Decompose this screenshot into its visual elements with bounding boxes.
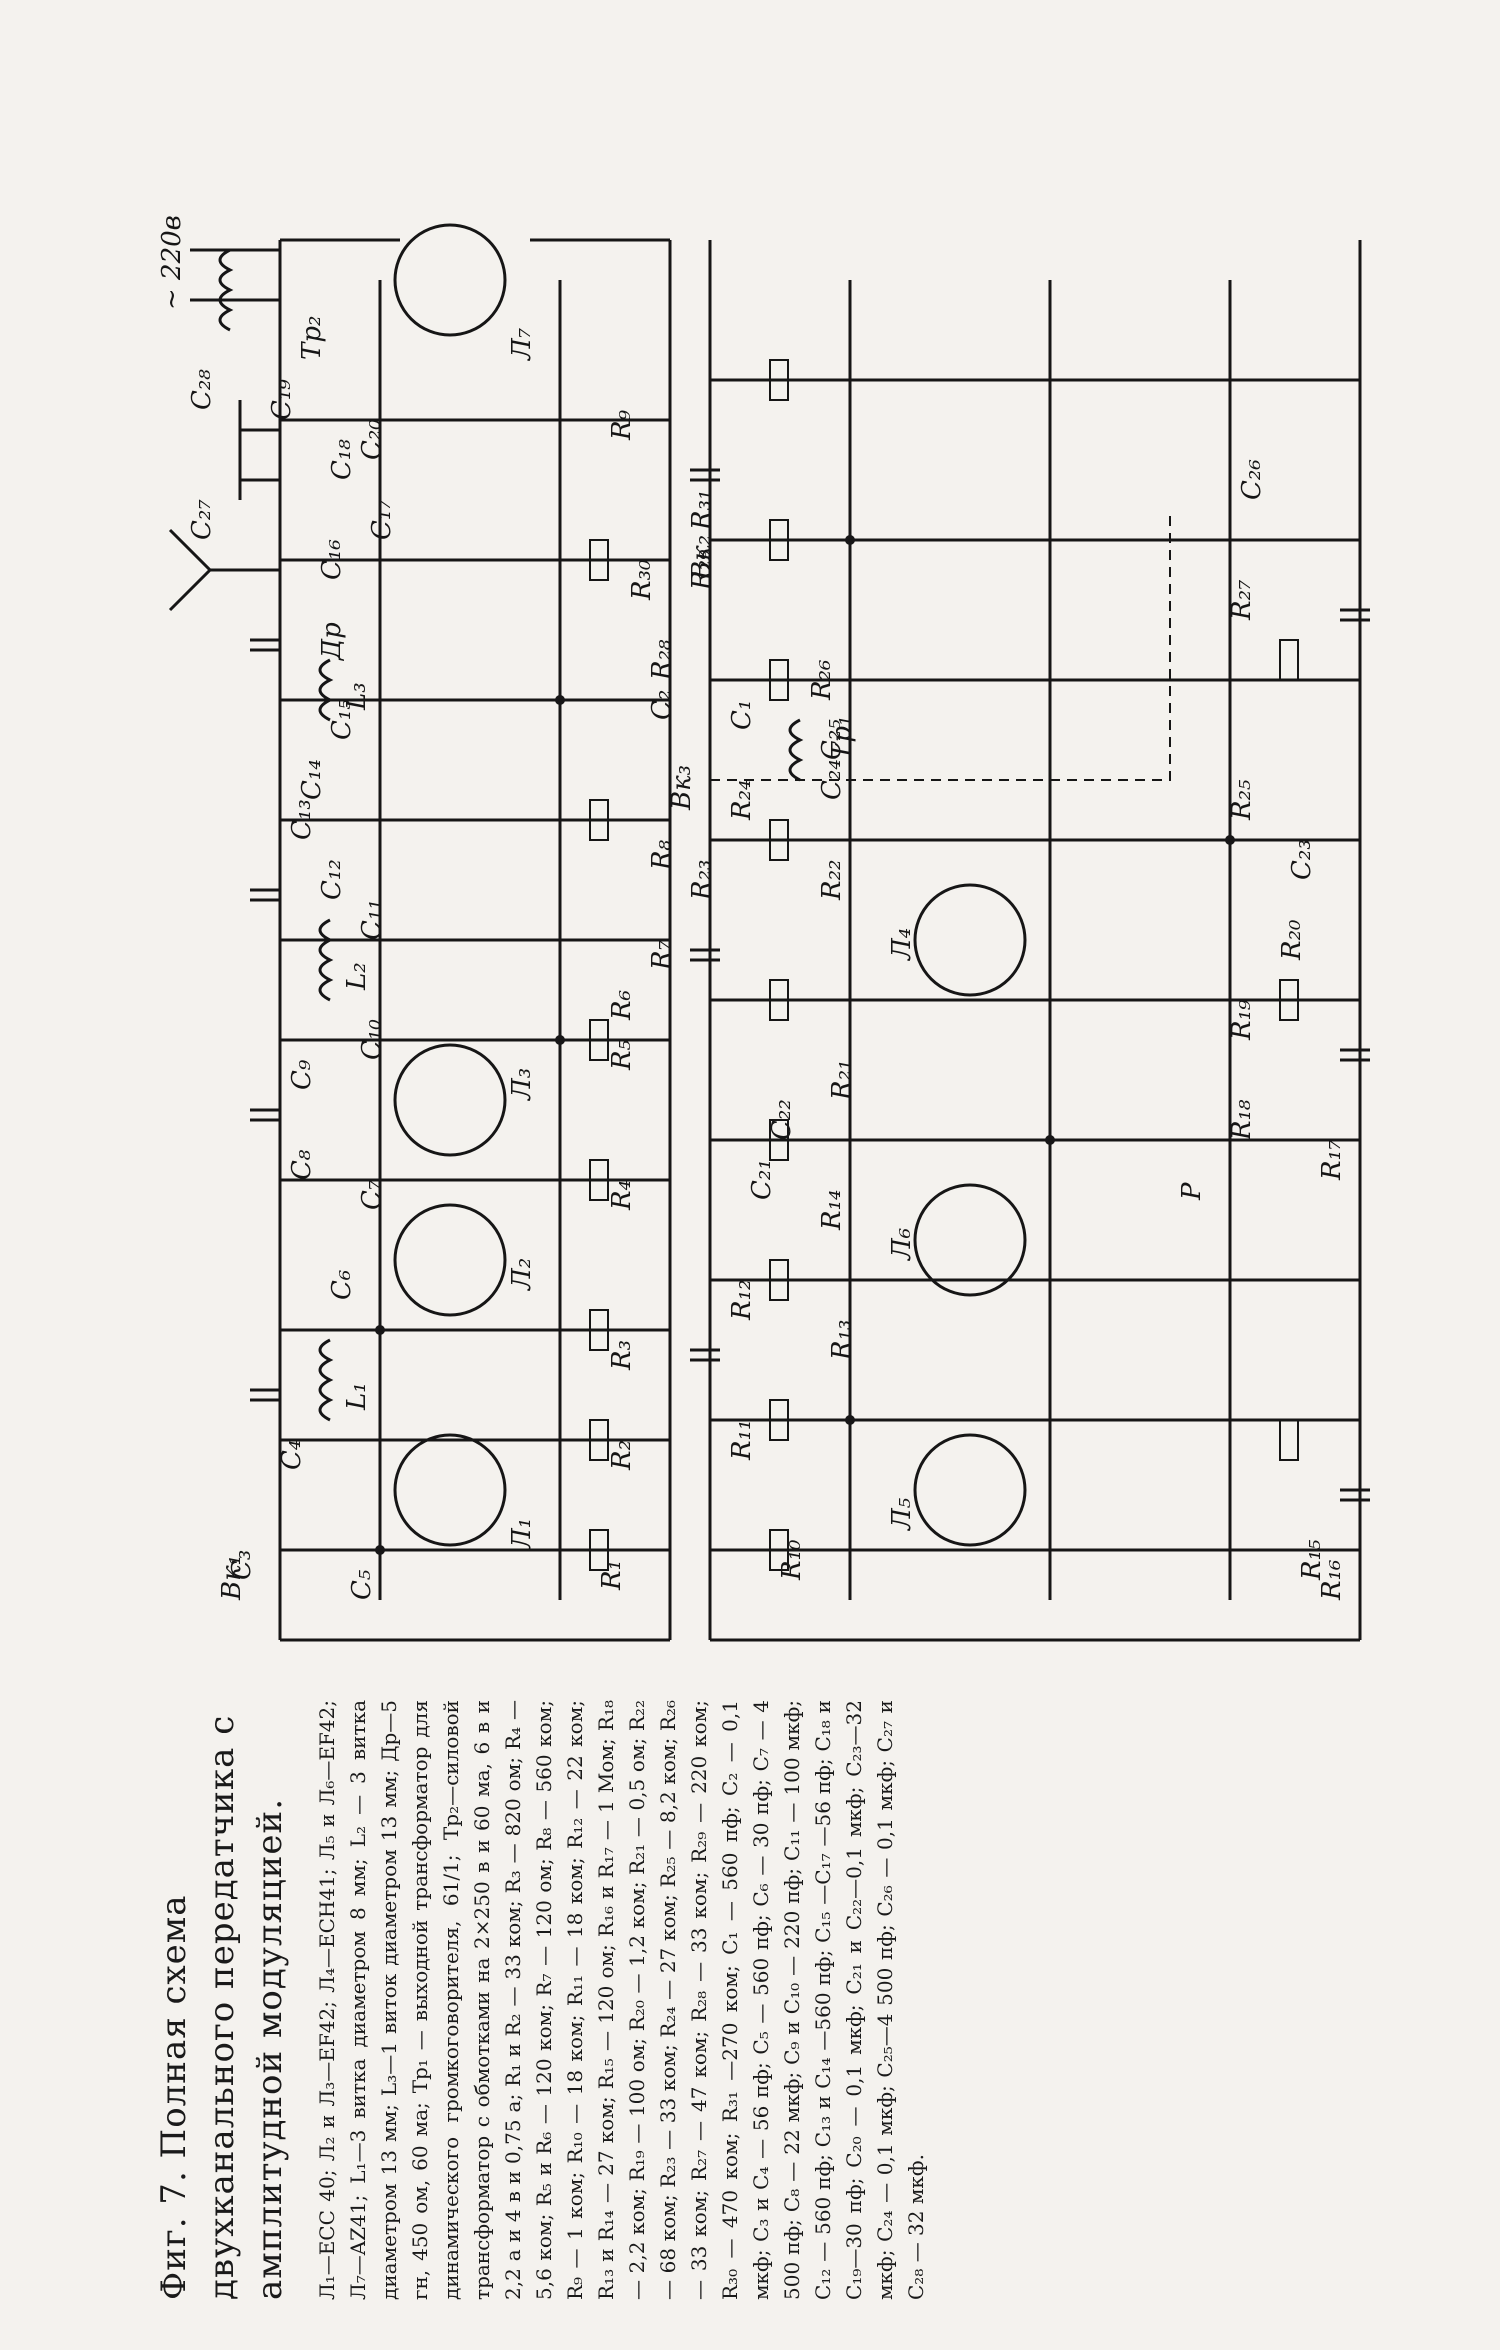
label-r22: R₂₂ (817, 860, 847, 901)
label-r10: R₁₀ (777, 1539, 807, 1581)
rotated-content: Фиг. 7. Полная схема двухканального пере… (150, 200, 1380, 2300)
valve-symbols (393, 223, 1027, 1547)
label-c18: C₁₈ (327, 439, 357, 480)
label-c8: C₈ (287, 1149, 317, 1180)
label-bk2: Вк₂ (687, 535, 717, 581)
label-c16: C₁₆ (317, 539, 347, 580)
label-r11: R₁₁ (727, 1420, 757, 1461)
label-r5: R₅ (607, 1039, 637, 1071)
label-r2: R₂ (607, 1440, 637, 1471)
label-l2: Л₂ (507, 1258, 537, 1292)
label-r25: R₂₅ (1227, 779, 1257, 821)
label-r31: R₃₁ (687, 490, 717, 531)
label-c9: C₉ (287, 1059, 317, 1090)
label-r17: R₁₇ (1317, 1139, 1347, 1181)
label-coill2: L₂ (342, 962, 372, 991)
label-c22: C₂₂ (767, 1099, 797, 1140)
label-r27: R₂₇ (1227, 579, 1257, 621)
label-c26: C₂₆ (1237, 459, 1267, 500)
label-r12: R₁₂ (727, 1280, 757, 1321)
label-r29: R₂₉ (687, 549, 717, 591)
label-bk1: Вк₁ (217, 1555, 247, 1601)
label-l1: Л₁ (507, 1518, 537, 1552)
label-r19: R₁₉ (1227, 999, 1257, 1041)
label-c6: C₆ (327, 1270, 357, 1300)
label-c19: C₁₉ (267, 379, 297, 420)
label-mains: ~ 220в (157, 215, 187, 310)
schematic-wiring (168, 238, 1362, 1642)
label-c5: C₅ (347, 1569, 377, 1600)
label-c20: C₂₀ (357, 419, 387, 460)
resistor-symbols (589, 359, 1299, 1571)
label-c2: C₂ (647, 690, 677, 720)
label-c7: C₇ (357, 1179, 387, 1210)
label-r3: R₃ (607, 1340, 637, 1371)
label-r28: R₂₈ (647, 639, 677, 681)
label-c25: C₂₅ (817, 719, 847, 760)
label-coill3: L₃ (342, 682, 372, 711)
label-c14: C₁₄ (297, 759, 327, 800)
label-r9: R₉ (607, 409, 637, 441)
label-c28: C₂₈ (187, 369, 217, 410)
label-l3: Л₃ (507, 1068, 537, 1102)
label-r16: R₁₆ (1317, 1560, 1347, 1601)
label-c4: C₄ (277, 1440, 307, 1470)
label-r30: R₃₀ (627, 559, 657, 601)
figure-caption: Фиг. 7. Полная схема двухканального пере… (150, 1700, 1380, 2300)
label-tr1: Тр₁ (827, 716, 857, 760)
label-r4: R₄ (607, 1180, 637, 1211)
label-c27: C₂₇ (187, 499, 217, 540)
label-r8: R₈ (647, 839, 677, 871)
label-l5: Л₅ (887, 1497, 917, 1532)
coil-symbols (218, 248, 804, 1422)
label-r7: R₇ (647, 939, 677, 971)
label-c1: C₁ (727, 700, 757, 730)
label-r24: R₂₄ (727, 780, 757, 821)
caption-title: Фиг. 7. Полная схема двухканального пере… (154, 1714, 290, 2300)
label-bk3: Вк₃ (667, 765, 697, 811)
label-c24: C₂₄ (817, 759, 847, 800)
label-dr: Др (317, 622, 347, 661)
label-tr2: Тр₂ (297, 316, 327, 360)
label-r15: R₁₅ (1297, 1539, 1327, 1581)
label-c23: C₂₃ (1287, 839, 1317, 880)
label-r21: R₂₁ (827, 1060, 857, 1101)
label-l7: Л₇ (507, 327, 537, 362)
label-c13: C₁₃ (287, 799, 317, 840)
label-r6: R₆ (607, 990, 637, 1021)
caption-body: Л₁—ECC 40; Л₂ и Л₃—EF42; Л₄—ECH41; Л₅ и … (315, 1700, 928, 2300)
label-l4: Л₄ (887, 928, 917, 962)
capacitor-symbols (250, 468, 1370, 1502)
label-coill1: L₁ (342, 1382, 372, 1411)
label-c15: C₁₅ (327, 699, 357, 740)
label-r18: R₁₈ (1227, 1099, 1257, 1141)
label-r1: R₁ (597, 1560, 627, 1591)
label-p: Р (1177, 1182, 1207, 1201)
label-c3: C₃ (227, 1550, 257, 1580)
label-c21: C₂₁ (747, 1159, 777, 1200)
label-r20: R₂₀ (1277, 919, 1307, 961)
label-c10: C₁₀ (357, 1019, 387, 1060)
label-r13: R₁₃ (827, 1320, 857, 1361)
label-c12: C₁₂ (317, 859, 347, 900)
label-c11: C₁₁ (357, 899, 387, 940)
junction-dots (375, 535, 1235, 1555)
label-r26: R₂₆ (807, 660, 837, 701)
label-r14: R₁₄ (817, 1190, 847, 1231)
label-l6: Л₆ (887, 1228, 917, 1262)
label-r23: R₂₃ (687, 860, 717, 901)
label-c17: C₁₇ (367, 499, 397, 540)
